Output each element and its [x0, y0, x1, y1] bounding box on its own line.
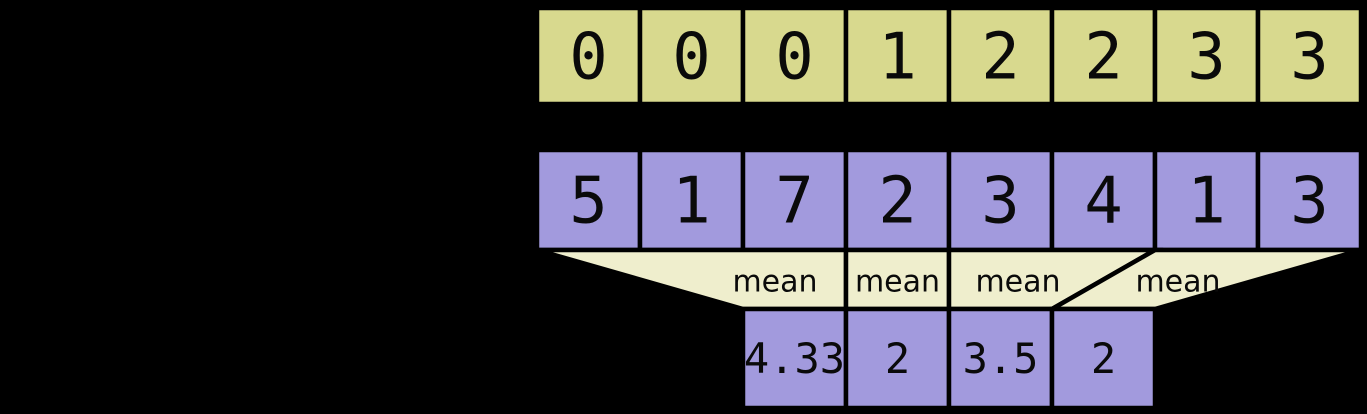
segment-id-value: 0 [672, 20, 711, 94]
segment-id-cell-0 [534, 5, 643, 107]
segment-id-value: 0 [569, 20, 608, 94]
mean-label-1: mean [855, 265, 940, 300]
output-cell-1 [843, 306, 952, 411]
data-cell-3 [843, 147, 952, 253]
segment-id-value: 0 [775, 20, 814, 94]
output-cell-2 [946, 306, 1055, 411]
data-cell-5 [1049, 147, 1158, 253]
mean-label-3: mean [1135, 265, 1220, 300]
data-cell-7 [1255, 147, 1364, 253]
output-value: 2 [885, 334, 910, 383]
data-value: 5 [569, 164, 608, 238]
data-value: 2 [878, 164, 917, 238]
segment-id-value: 3 [1187, 20, 1226, 94]
mean-label-2: mean [975, 265, 1060, 300]
mean-label-0: mean [732, 265, 817, 300]
mean-funnels: mean mean mean mean [536, 247, 1362, 312]
output-cell-3 [1049, 306, 1158, 411]
output-value: 3.5 [963, 334, 1039, 383]
output-value: 4.33 [744, 334, 845, 383]
data-row: 5 1 7 2 3 4 1 3 [534, 147, 1364, 253]
data-value: 4 [1084, 164, 1123, 238]
data-value: 1 [1187, 164, 1226, 238]
segment-ids-row: 0 0 0 1 2 2 3 3 [534, 5, 1364, 107]
segment-id-value: 1 [878, 20, 917, 94]
segment-id-value: 2 [981, 20, 1020, 94]
output-cell-0 [740, 306, 849, 411]
data-value: 7 [775, 164, 814, 238]
segment-id-value: 2 [1084, 20, 1123, 94]
data-cell-1 [637, 147, 746, 253]
data-value: 1 [672, 164, 711, 238]
segment-id-cell-4 [946, 5, 1055, 107]
data-value: 3 [981, 164, 1020, 238]
segment-id-value: 3 [1290, 20, 1329, 94]
segment-id-cell-6 [1152, 5, 1261, 107]
output-row: 4.33 2 3.5 2 [740, 306, 1158, 411]
output-value: 2 [1091, 334, 1116, 383]
segment-id-cell-7 [1255, 5, 1364, 107]
data-value: 3 [1290, 164, 1329, 238]
segment-id-cell-2 [740, 5, 849, 107]
segment-id-cell-1 [637, 5, 746, 107]
